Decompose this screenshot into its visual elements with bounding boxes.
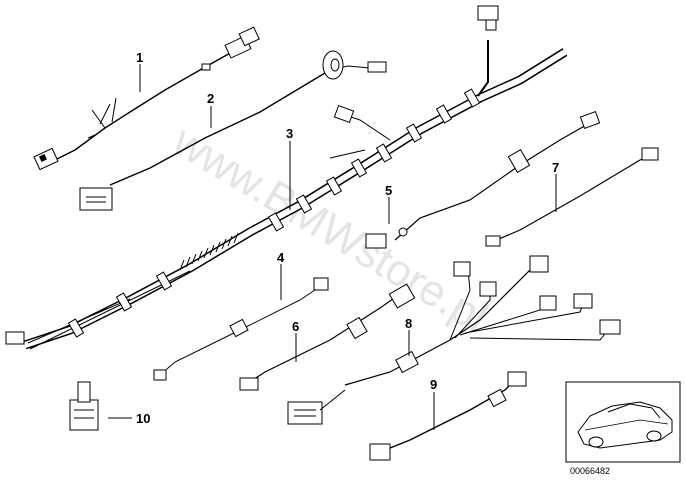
- callout-9: 9: [430, 377, 437, 392]
- corrugated-sleeve: [179, 232, 239, 271]
- callout-6: 6: [292, 319, 299, 334]
- car-silhouette-icon: [577, 401, 673, 449]
- callout-1: 1: [136, 50, 143, 65]
- part-2-harness[interactable]: [79, 50, 387, 211]
- part-4-harness[interactable]: [153, 277, 329, 381]
- part-5-harness[interactable]: [365, 110, 601, 249]
- part-10-connector[interactable]: [69, 381, 99, 431]
- harness-clips: [67, 88, 481, 338]
- watermark: www.BMWstore.pl: [164, 116, 496, 342]
- part-6-harness[interactable]: [239, 283, 416, 391]
- part-8-harness[interactable]: [287, 255, 621, 425]
- callout-8: 8: [405, 316, 412, 331]
- part-3-main-harness[interactable]: [5, 5, 568, 350]
- part-1-harness[interactable]: [33, 26, 260, 171]
- callout-7: 7: [552, 160, 559, 175]
- inset-box: [565, 381, 681, 463]
- part-7-harness[interactable]: [485, 147, 659, 247]
- callout-4: 4: [277, 250, 285, 265]
- callout-5: 5: [385, 183, 392, 198]
- callout-10: 10: [136, 411, 150, 426]
- callout-2: 2: [207, 91, 214, 106]
- callout-3: 3: [286, 126, 293, 141]
- reference-number: 00066482: [570, 466, 610, 476]
- callout-leaders: [108, 64, 557, 430]
- part-9-harness[interactable]: [369, 371, 527, 461]
